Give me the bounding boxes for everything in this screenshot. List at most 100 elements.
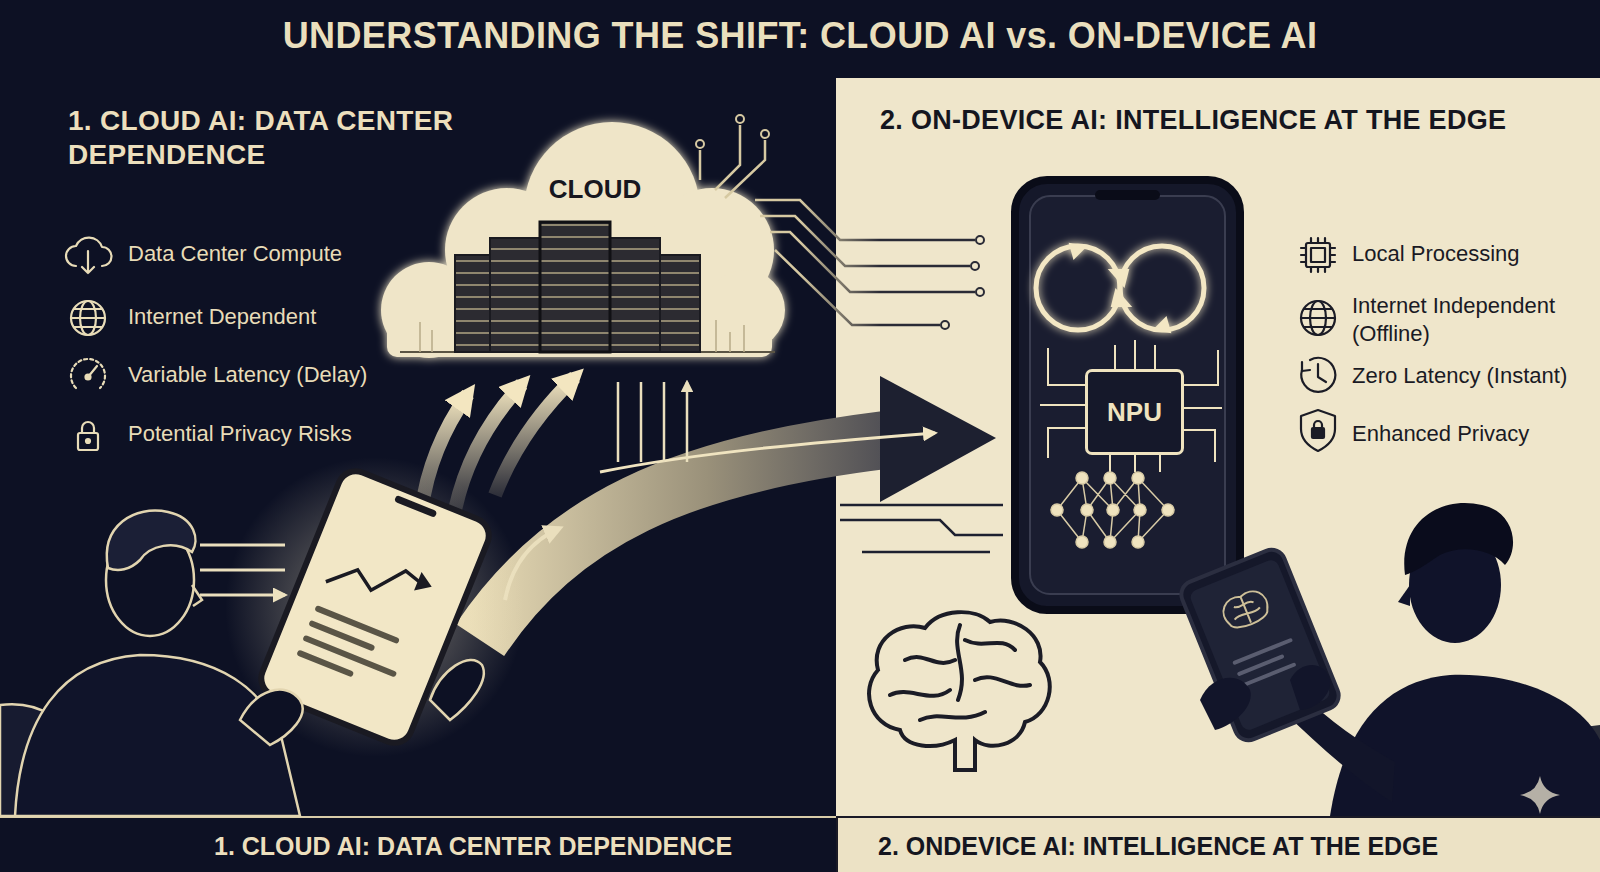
phone-device — [1188, 558, 1331, 732]
feature-icon — [1301, 309, 1335, 327]
phone-device — [326, 545, 427, 617]
node-heading: 1. CLOUD AI: DATA CENTER DEPENDENCE — [214, 830, 732, 862]
feature-icon — [1301, 238, 1335, 451]
neural-network — [1104, 536, 1116, 548]
server-rack — [540, 222, 610, 352]
sync-loop — [1154, 318, 1170, 332]
wire-dot — [696, 115, 984, 329]
feature-item: Internet Independent (Offline) — [1352, 292, 1582, 348]
feature-icon — [88, 366, 97, 377]
phone-device — [1095, 190, 1160, 200]
chip-trace — [1110, 455, 1160, 472]
feature-icon — [80, 301, 96, 335]
neural-network — [1081, 504, 1093, 516]
phone-device — [1219, 587, 1272, 633]
person-figure — [106, 524, 194, 636]
person-figure — [0, 704, 90, 816]
footer-band: 1. CLOUD AI: DATA CENTER DEPENDENCE — [0, 816, 836, 872]
feature-icon — [66, 238, 112, 266]
neural-network — [1076, 536, 1088, 548]
brain-symbol — [869, 612, 1050, 770]
feature-icon — [82, 422, 94, 433]
circuit-wire — [862, 551, 990, 554]
upload-arrow — [618, 382, 687, 462]
circuit-wire — [840, 504, 1003, 507]
wire-dot — [696, 140, 704, 148]
phone-device — [414, 572, 435, 596]
cloud-outline — [381, 122, 785, 358]
person-figure — [1470, 725, 1600, 816]
feature-item: Potential Privacy Risks — [128, 420, 352, 448]
feature-icon — [1301, 238, 1335, 272]
phone-device — [394, 495, 437, 518]
circuit-wire — [755, 200, 975, 240]
upload-arrow — [455, 384, 522, 510]
feature-icon — [1314, 421, 1322, 428]
cloud-ai-panel: 1. CLOUD AI: DATA CENTER DEPENDENCECLOUD — [0, 70, 836, 816]
brain-symbol — [890, 625, 1030, 720]
phone-device — [1237, 654, 1285, 676]
on-device-panel: 2. ON-DEVICE AI: INTELLIGENCE AT THE EDG… — [836, 78, 1600, 816]
shift-arrow — [480, 376, 996, 640]
person-figure — [107, 511, 196, 570]
feature-icon — [71, 301, 105, 335]
circuit-wire — [700, 125, 975, 325]
phone-device — [1177, 546, 1343, 745]
phone-device — [1241, 662, 1296, 687]
feature-icon — [82, 251, 94, 273]
cloud-outline — [367, 115, 790, 365]
hand — [1200, 678, 1251, 730]
circuit-wire — [770, 232, 975, 292]
upload-arrow — [200, 377, 687, 600]
feature-item: Variable Latency (Delay) — [128, 361, 367, 389]
feature-label: Enhanced Privacy — [1352, 420, 1529, 448]
phone-device — [256, 466, 494, 748]
feature-label: Internet Independent (Offline) — [1352, 292, 1582, 348]
person-figure — [0, 511, 300, 816]
feature-icon — [1306, 243, 1330, 267]
chip-trace — [1040, 340, 1222, 472]
neural-network — [1104, 472, 1116, 484]
phone-glow — [225, 457, 525, 757]
phone-glow — [225, 457, 525, 757]
phone-device — [1015, 180, 1240, 610]
feature-icon — [1310, 301, 1326, 335]
feature-icon — [71, 309, 105, 327]
feature-label: Zero Latency (Instant) — [1352, 362, 1567, 390]
feature-icon — [1318, 364, 1326, 382]
person-figure — [1330, 675, 1600, 816]
wire-dot — [976, 236, 984, 244]
feature-icon — [1311, 248, 1325, 262]
shift-arrow — [880, 376, 996, 502]
hand — [1290, 665, 1330, 710]
sparkle-watermark — [1520, 776, 1560, 814]
feature-icon — [1301, 301, 1335, 335]
server-rack — [400, 222, 775, 352]
feature-icon — [1312, 428, 1324, 438]
feature-icon — [86, 375, 91, 380]
neural-network — [1051, 472, 1174, 548]
circuit-wire — [725, 140, 765, 198]
neural-network — [1162, 504, 1174, 516]
neural-network — [1132, 472, 1144, 484]
chip-trace — [1184, 350, 1222, 462]
feature-icon — [1301, 358, 1335, 392]
upload-arrow — [495, 377, 575, 495]
server-rack — [420, 320, 744, 352]
feature-icon — [1301, 410, 1335, 451]
sparkle-watermark — [1520, 776, 1560, 814]
shift-arrow — [480, 440, 885, 640]
person-figure — [192, 585, 202, 606]
phone-device — [1030, 196, 1225, 594]
person-figure — [1409, 527, 1501, 643]
feature-icon — [1302, 362, 1310, 371]
neural-network — [1051, 504, 1063, 516]
phone-device — [256, 466, 494, 748]
sync-loop — [1036, 244, 1204, 332]
hand — [240, 660, 484, 745]
node-heading: CLOUD — [549, 173, 641, 205]
feature-icon — [86, 439, 90, 443]
sync-loop — [1120, 246, 1204, 330]
diagram-title: UNDERSTANDING THE SHIFT: CLOUD AI vs. ON… — [283, 15, 1318, 57]
